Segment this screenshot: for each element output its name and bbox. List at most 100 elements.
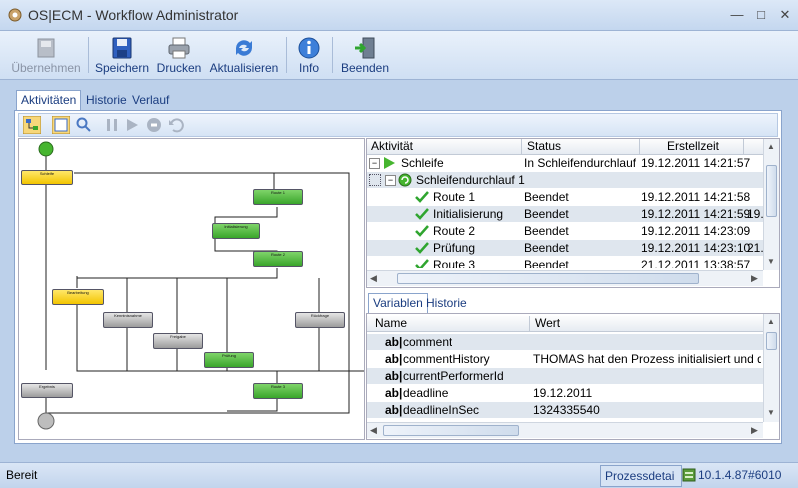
tab-variables[interactable]: Variablen [368, 293, 428, 313]
scroll-thumb[interactable] [383, 425, 519, 436]
focus-cell [369, 174, 381, 186]
activity-time: 21.12.2011 13:38:57 [641, 258, 751, 268]
table-row[interactable]: Route 3 Beendet 21.12.2011 13:38:57 [367, 257, 763, 268]
check-icon [415, 191, 429, 203]
loop-icon [398, 173, 412, 187]
table-row[interactable]: Route 2 Beendet 19.12.2011 14:23:09 [367, 223, 763, 239]
start-node-icon[interactable] [37, 141, 55, 159]
scroll-thumb[interactable] [766, 332, 777, 350]
variable-name: commentHistory [403, 352, 490, 366]
workflow-node-route-2[interactable]: Route 2 [253, 251, 303, 267]
collapse-icon[interactable]: − [369, 158, 380, 169]
workflow-node-review[interactable]: Prüfung [204, 352, 254, 368]
save-button[interactable]: Speichern [94, 33, 150, 77]
refresh-icon [236, 40, 252, 56]
scroll-left-icon[interactable]: ◀ [370, 273, 377, 283]
string-type-icon: ab| [385, 386, 403, 400]
workflow-node-route-3[interactable]: Route 3 [253, 383, 303, 399]
string-type-icon: ab| [385, 369, 403, 383]
table-row[interactable]: − Schleife In Schleifendurchlauf 19.12.2… [367, 155, 763, 171]
tree-horizontal-scrollbar[interactable]: ◀ ▶ [367, 270, 763, 286]
zoom-fit-icon[interactable] [52, 116, 70, 134]
variables-vertical-scrollbar[interactable]: ▲ ▼ [763, 314, 779, 422]
string-type-icon: ab| [385, 335, 403, 349]
minimize-button[interactable]: — [730, 7, 744, 22]
workflow-connectors [45, 155, 364, 414]
column-activity[interactable]: Aktivität [371, 139, 414, 153]
activity-status: Beendet [524, 241, 569, 255]
table-row[interactable]: ab| deadline 19.12.2011 [367, 385, 763, 401]
variable-value: THOMAS hat den Prozess initialisiert und… [533, 352, 761, 366]
status-text: Bereit [6, 468, 38, 482]
exit-button[interactable]: Beenden [338, 33, 392, 77]
table-row[interactable]: ab| comment [367, 334, 763, 350]
end-node-icon[interactable] [36, 411, 56, 431]
workflow-canvas[interactable]: Schleife Route 1 Initialisierung Route 2… [18, 138, 365, 440]
workflow-node-query[interactable]: Rückfrage [295, 312, 345, 328]
workflow-node-route-1[interactable]: Route 1 [253, 189, 303, 205]
workflow-node-init[interactable]: Initialisierung [212, 223, 260, 239]
tab-history[interactable]: Historie [86, 93, 127, 107]
table-row[interactable]: ab| currentPerformerId [367, 368, 763, 384]
scroll-left-icon[interactable]: ◀ [370, 425, 377, 435]
table-row[interactable]: Initialisierung Beendet 19.12.2011 14:21… [367, 206, 764, 222]
string-type-icon: ab| [385, 352, 403, 366]
activity-status: Beendet [524, 207, 569, 221]
toolbar-separator [332, 37, 333, 73]
scroll-thumb[interactable] [766, 165, 777, 217]
exit-label: Beenden [340, 61, 390, 75]
table-row[interactable]: Prüfung Beendet 19.12.2011 14:23:10 21. [367, 240, 764, 256]
refresh-button[interactable]: Aktualisieren [208, 33, 280, 77]
activity-name: Initialisierung [433, 207, 504, 221]
workflow-node-processing[interactable]: Bearbeitung [52, 289, 104, 305]
print-label: Drucken [156, 61, 202, 75]
column-name[interactable]: Name [375, 316, 408, 330]
activity-tree-grid[interactable]: Aktivität Status Erstellzeit − Schleife … [366, 138, 780, 288]
check-icon [415, 225, 429, 237]
print-button[interactable]: Drucken [154, 33, 204, 77]
workflow-node-loop[interactable]: Schleife [21, 170, 73, 185]
column-status[interactable]: Status [527, 139, 562, 153]
variables-grid[interactable]: Name Wert ab| comment ab| commentHistory… [366, 313, 780, 440]
scroll-right-icon[interactable]: ▶ [751, 273, 758, 283]
tab-progress[interactable]: Verlauf [132, 93, 170, 107]
tab-variable-history[interactable]: Historie [426, 296, 467, 310]
stop-icon[interactable] [145, 116, 163, 134]
activity-name: Schleifendurchlauf 1 [416, 173, 525, 187]
apply-button[interactable]: Übernehmen [10, 33, 82, 77]
play-icon[interactable] [123, 116, 141, 134]
workflow-node-result[interactable]: Ergebnis [21, 383, 73, 398]
scroll-down-icon[interactable]: ▼ [767, 408, 775, 417]
table-row[interactable]: ab| deadlineInSec 1324335540 [367, 402, 763, 418]
column-value[interactable]: Wert [535, 316, 561, 330]
pause-icon[interactable] [103, 116, 121, 134]
variable-value: 1324335540 [533, 403, 600, 417]
scroll-down-icon[interactable]: ▼ [767, 257, 775, 266]
table-row[interactable]: − Schleifendurchlauf 1 [367, 172, 763, 188]
column-created[interactable]: Erstellzeit [667, 139, 720, 153]
activity-status: In Schleifendurchlauf [524, 156, 637, 170]
scroll-right-icon[interactable]: ▶ [751, 425, 758, 435]
info-button[interactable]: Info [292, 33, 326, 77]
exit-icon [355, 37, 375, 59]
process-detail-panel[interactable]: Prozessdetai [600, 465, 682, 487]
table-row[interactable]: ab| commentHistory THOMAS hat den Prozes… [367, 351, 763, 367]
close-button[interactable]: ✕ [779, 7, 791, 22]
activity-name: Route 1 [433, 190, 476, 204]
scroll-up-icon[interactable]: ▲ [767, 317, 775, 326]
activity-name: Schleife [401, 156, 444, 170]
grid-header [367, 139, 763, 155]
workflow-node-acknowledge[interactable]: Kenntnisnahme [103, 312, 153, 328]
undo-icon[interactable] [167, 116, 185, 134]
table-row[interactable]: Route 1 Beendet 19.12.2011 14:21:58 [367, 189, 763, 205]
search-icon[interactable] [75, 116, 93, 134]
tab-activities[interactable]: Aktivitäten [16, 90, 82, 111]
variables-horizontal-scrollbar[interactable]: ◀ ▶ [367, 422, 763, 438]
tree-vertical-scrollbar[interactable]: ▲ ▼ [763, 139, 779, 270]
layout-icon[interactable] [23, 116, 41, 134]
scroll-up-icon[interactable]: ▲ [767, 142, 775, 151]
scroll-thumb[interactable] [397, 273, 699, 284]
maximize-button[interactable]: □ [757, 7, 765, 22]
workflow-node-approval[interactable]: Freigabe [153, 333, 203, 349]
collapse-icon[interactable]: − [385, 175, 396, 186]
